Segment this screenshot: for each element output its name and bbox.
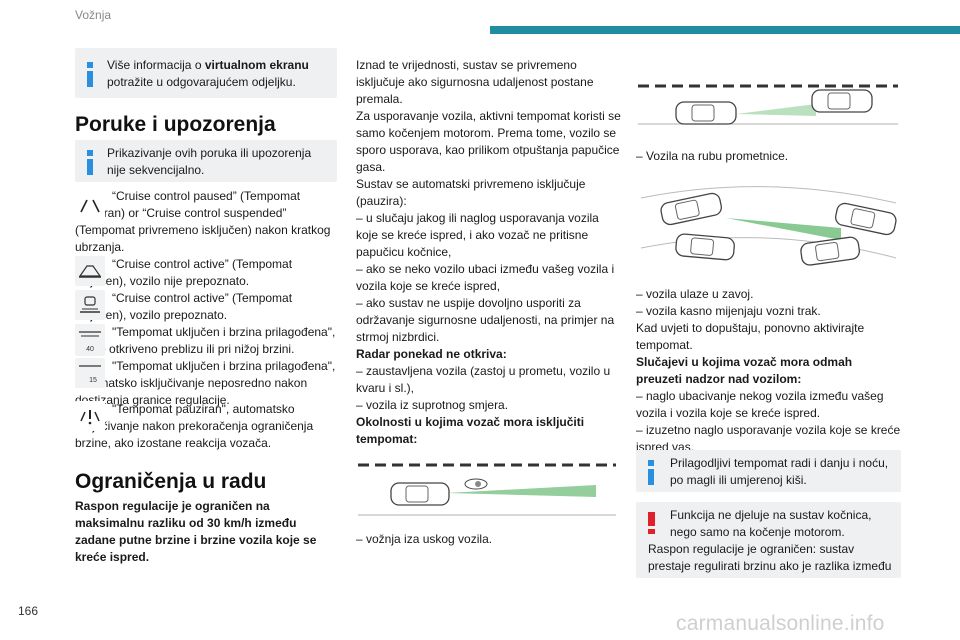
info-text: Više informacija o virtualnom ekranu pot… (107, 58, 309, 89)
limits-text: Raspon regulacije je ograničen na maksim… (75, 499, 317, 564)
middle-body: Iznad te vrijednosti, sustav se privreme… (356, 57, 621, 448)
watermark: carmanualsonline.info (676, 612, 885, 635)
warning-icon (648, 512, 655, 526)
list-item: – vozila kasno mijenjaju vozni trak. (636, 304, 821, 318)
info-box-virtual-screen: Više informacija o virtualnom ekranu pot… (75, 48, 337, 98)
caption-road-edge: – Vozila na rubu prometnice. (636, 149, 789, 163)
message-active-no-vehicle: “Cruise control active” (Tempomat uključ… (75, 256, 293, 288)
warning-box-brakes: Funkcija ne djeluje na sustav kočnica, n… (636, 502, 901, 578)
caption-narrow-vehicle: – vožnja iza uskog vozila. (356, 532, 493, 546)
vehicle-detected-icon (75, 290, 105, 320)
warning-exclamation-icon (75, 401, 105, 431)
page-number: 166 (18, 604, 39, 618)
road-icon (75, 256, 105, 286)
message-auto-disengage: 15 "Tempomat uključen i brzina prilagođe… (75, 358, 336, 407)
paragraph: Iznad te vrijednosti, sustav se privreme… (356, 58, 594, 106)
info-box-messages: Prikazivanje ovih poruka ili upozorenja … (75, 140, 337, 182)
list-item: – zaustavljena vozila (zastoj u prometu,… (356, 364, 611, 395)
info-text: Prikazivanje ovih poruka ili upozorenja … (107, 146, 312, 177)
list-item: – ako se neko vozilo ubaci između vašeg … (356, 262, 615, 293)
speed-limit-icon: 15 (75, 358, 105, 388)
paragraph: Za usporavanje vozila, aktivni tempomat … (356, 109, 621, 174)
paragraph: Sustav se automatski privremeno isključu… (356, 177, 586, 208)
right-body: – vozila ulaze u zavoj. – vozila kasno m… (636, 286, 901, 456)
message-paused: “Cruise control paused” (Tempomat pauzir… (75, 189, 331, 254)
list-item: – vozila iz suprotnog smjera. (356, 398, 509, 412)
list-item: – naglo ubacivanje nekog vozila između v… (636, 389, 884, 420)
takeover-title: Slučajevi u kojima vozač mora odmah preu… (636, 355, 853, 386)
warning-text: Funkcija ne djeluje na sustav kočnica, n… (670, 508, 872, 539)
speed-adapted-icon: 40 (75, 324, 105, 356)
message-list: “Cruise control paused” (Tempomat pauzir… (75, 188, 337, 256)
road-edge-illustration (638, 84, 898, 125)
svg-text:15: 15 (89, 377, 97, 384)
message-paused-limit: "Tempomat pauziran", automatsko isključi… (75, 401, 314, 450)
radar-title: Radar ponekad ne otkriva: (356, 347, 507, 361)
list-item: – vozila ulaze u zavoj. (636, 287, 754, 301)
heading-limits: Ograničenja u radu (75, 470, 267, 493)
info-box-weather: Prilagodljivi tempomat radi i danju i no… (636, 450, 901, 492)
heading-messages: Poruke i upozorenja (75, 113, 276, 136)
warning-text-continued: Raspon regulacije je ograničen: sustav p… (648, 542, 892, 573)
svg-text:40: 40 (86, 346, 94, 353)
list-item: – u slučaju jakog ili naglog usporavanja… (356, 211, 599, 259)
header-accent-bar (490, 26, 960, 34)
paragraph: Kad uvjeti to dopuštaju, ponovno aktivir… (636, 321, 865, 352)
narrow-vehicle-illustration (358, 463, 616, 516)
info-icon (648, 460, 654, 466)
paused-lines-icon (75, 190, 105, 220)
info-text: Prilagodljivi tempomat radi i danju i no… (670, 456, 889, 487)
info-icon (87, 150, 93, 156)
curve-illustration (640, 186, 897, 266)
section-header: Vožnja (75, 8, 112, 22)
disable-title: Okolnosti u kojima vozač mora isključiti… (356, 415, 585, 446)
message-speed-adapted: 40 "Tempomat uključen i brzina prilagođe… (75, 324, 336, 356)
message-active-vehicle: “Cruise control active” (Tempomat uključ… (75, 290, 293, 322)
list-item: – ako sustav ne uspije dovoljno usporiti… (356, 296, 615, 344)
info-icon (87, 62, 93, 68)
